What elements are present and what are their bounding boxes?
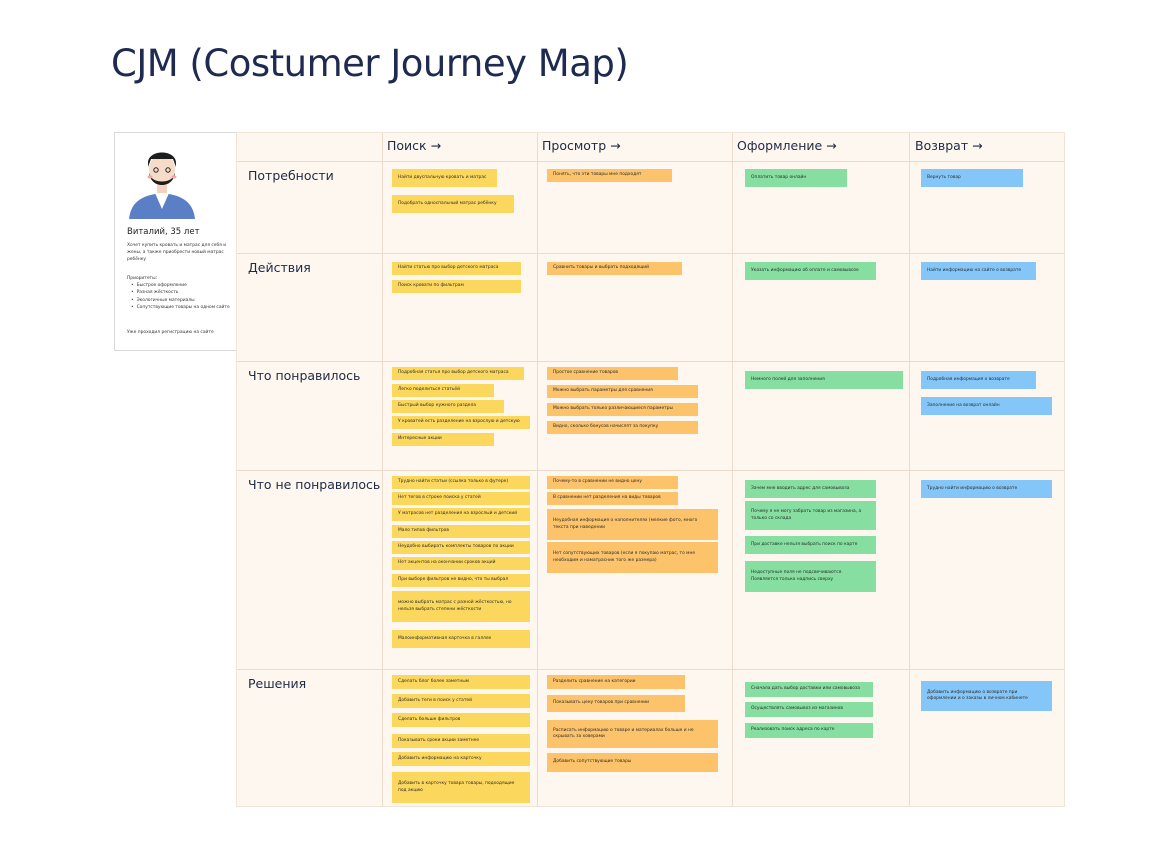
- sticky-note: Неудобно выбирать комплекты товаров по а…: [392, 541, 530, 554]
- sticky-note: Почему я не могу забрать товар из магази…: [745, 501, 876, 530]
- sticky-note: Подобрать односпальный матрас ребёнку: [392, 195, 514, 213]
- sticky-note: Зачем мне вводить адрес для самовывоза: [745, 480, 876, 498]
- column-divider: [537, 133, 538, 806]
- sticky-note: Добавить информацию о возврате при оформ…: [921, 681, 1052, 711]
- persona-note: Уже проходил регистрацию на сайте: [127, 330, 214, 335]
- sticky-note: можно выбрать матрас с разной жёсткостью…: [392, 591, 530, 622]
- stage-header: Просмотр →: [542, 138, 621, 153]
- sticky-note: Заполнение на возврат онлайн: [921, 397, 1052, 415]
- sticky-note: Трудно найти информацию о возврате: [921, 480, 1052, 498]
- sticky-note: Мало типов фильтров: [392, 525, 530, 538]
- row-divider: [237, 361, 1064, 362]
- sticky-note: Указать информацию об оплате и самовывоз…: [745, 262, 876, 280]
- column-divider: [732, 133, 733, 806]
- sticky-note: Простое сравнение товаров: [547, 367, 678, 380]
- sticky-note: Легко поделиться статьёй: [392, 384, 494, 397]
- row-label: Потребности: [248, 168, 334, 183]
- sticky-note: Расписать информацию о товаре и материал…: [547, 720, 718, 748]
- persona-name: Виталий, 35 лет: [127, 227, 200, 237]
- column-divider: [382, 133, 383, 806]
- sticky-note: Найти двуспальную кровать и матрас: [392, 169, 497, 187]
- sticky-note: Разделить сравнение на категории: [547, 675, 685, 689]
- sticky-note: Недоступные поля не подсвечиваются. Появ…: [745, 561, 876, 592]
- sticky-note: Осуществлять самовывоз из магазинов: [745, 702, 873, 717]
- sticky-note: В сравнении нет разделения на виды товар…: [547, 492, 678, 505]
- priority-item: Быстрое оформление: [131, 282, 231, 289]
- priority-item: Сопутствующие товары на одном сайте: [131, 304, 231, 311]
- sticky-note: Можно выбрать только различающиеся парам…: [547, 403, 698, 416]
- sticky-note: Трудно найти статьи (ссылка только в фут…: [392, 476, 530, 489]
- row-divider: [237, 470, 1064, 471]
- sticky-note: У кроватей есть разделение на взрослую и…: [392, 416, 530, 429]
- sticky-note: Малоинформативная карточка в галлее: [392, 630, 530, 648]
- persona-priorities: Приоритеты: Быстрое оформление Разная жё…: [127, 275, 231, 311]
- sticky-note: У матрасов нет разделения на взрослый и …: [392, 508, 530, 521]
- sticky-note: Можно выбрать параметры для сравнения: [547, 385, 698, 398]
- sticky-note: Быстрый выбор нужного раздела: [392, 400, 504, 413]
- sticky-note: Добавить теги в поиск у статей: [392, 694, 530, 708]
- row-label: Действия: [248, 260, 311, 275]
- row-divider: [237, 161, 1064, 162]
- sticky-note: Сделать больше фильтров: [392, 713, 530, 727]
- sticky-note: Интересные акции: [392, 433, 494, 446]
- sticky-note: Нет акцентов на окончании сроков акций: [392, 557, 530, 570]
- sticky-note: Неудобная информация о наполнителях (мел…: [547, 509, 718, 540]
- stage-header: Возврат →: [915, 138, 983, 153]
- sticky-note: Показывать цену товаров при сравнении: [547, 695, 685, 712]
- sticky-note: Добавить в карточку товара товары, подхо…: [392, 772, 530, 803]
- column-divider: [909, 133, 910, 806]
- avatar: [129, 152, 195, 219]
- persona-description: Хочет купить кровать и матрас для себя и…: [127, 243, 227, 263]
- sticky-note: Найти информацию на сайте о возврате: [921, 262, 1036, 280]
- sticky-note: Подробная статья про выбор детского матр…: [392, 367, 524, 380]
- row-divider: [237, 253, 1064, 254]
- sticky-note: Оплатить товар онлайн: [745, 169, 847, 187]
- sticky-note: При выборе фильтров не видно, что ты выб…: [392, 574, 530, 587]
- sticky-note: Вернуть товар: [921, 169, 1023, 187]
- page-title: CJM (Costumer Journey Map): [111, 42, 629, 85]
- stage-header: Поиск →: [387, 138, 442, 153]
- priorities-label: Приоритеты:: [127, 276, 158, 281]
- priority-item: Разная жёсткость: [131, 289, 231, 296]
- sticky-note: Сделать блог более заметным: [392, 675, 530, 689]
- sticky-note: Сначала дать выбор доставки или самовыво…: [745, 682, 873, 697]
- sticky-note: При доставке нельзя выбрать поиск по кар…: [745, 536, 876, 554]
- row-label: Решения: [248, 676, 307, 691]
- sticky-note: Сравнить товары и выбрать подходящий: [547, 262, 682, 275]
- row-divider: [237, 669, 1064, 670]
- sticky-note: Нет сопутствующих товаров (если я покупа…: [547, 542, 718, 573]
- persona-card: Виталий, 35 лет Хочет купить кровать и м…: [114, 132, 237, 351]
- row-label: Что понравилось: [248, 368, 361, 383]
- journey-board: Поиск → Просмотр → Оформление → Возврат → По…: [236, 132, 1065, 807]
- sticky-note: Подробная информация о возврате: [921, 371, 1036, 389]
- sticky-note: Добавить информацию на карточку: [392, 752, 530, 766]
- sticky-note: Поиск кровати по фильтрам: [392, 280, 521, 293]
- sticky-note: Реализовать поиск адреса по карте: [745, 723, 873, 738]
- sticky-note: Найти статью про выбор детского матраса: [392, 262, 521, 275]
- sticky-note: Почему-то в сравнении не видно цену: [547, 476, 678, 489]
- sticky-note: Немного полей для заполнения: [745, 371, 903, 389]
- priority-item: Экологичные материалы: [131, 297, 231, 304]
- sticky-note: Нет тегов в строке поиска у статей: [392, 492, 530, 505]
- sticky-note: Показывать сроки акции заметнее: [392, 734, 530, 748]
- stage-header: Оформление →: [737, 138, 837, 153]
- sticky-note: Добавить сопутствующие товары: [547, 753, 718, 772]
- sticky-note: Видно, сколько бонусов начислят за покуп…: [547, 421, 698, 434]
- sticky-note: Понять, что эти товары мне подходят: [547, 169, 672, 182]
- row-label: Что не понравилось: [248, 477, 381, 492]
